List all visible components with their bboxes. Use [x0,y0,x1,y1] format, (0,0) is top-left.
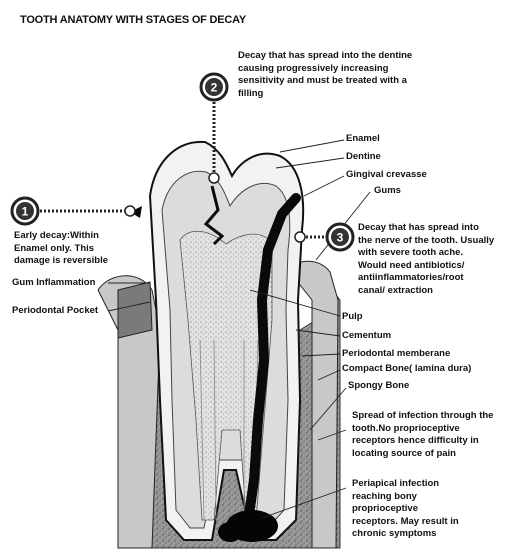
label-pulp: Pulp [342,311,363,324]
page-title: TOOTH ANATOMY WITH STAGES OF DECAY [20,14,246,27]
stage-2-marker: 2 [199,72,229,102]
stage-3-marker: 3 [325,222,355,252]
stage-3-number: 3 [337,231,344,245]
label-gingival-crevasse: Gingival crevasse [346,169,427,182]
label-cementum: Cementum [342,330,391,343]
label-dentine: Dentine [346,151,381,164]
stage-1-marker: 1 [10,196,40,226]
label-gums: Gums [374,185,401,198]
label-periapical-infection: Periapical infection reaching bony propr… [352,478,459,541]
periodontal-pocket-region [118,282,152,338]
stage-2-number: 2 [211,81,218,95]
stage-2-description: Decay that has spread into the dentine c… [238,50,412,100]
stage-1-number: 1 [22,205,29,219]
label-periodontal-pocket: Periodontal Pocket [12,305,98,318]
label-spread-of-infection: Spread of infection through the tooth.No… [352,410,493,460]
label-enamel: Enamel [346,133,380,146]
label-spongy-bone: Spongy Bone [348,380,409,393]
label-periodontal-membrane: Periodontal memberane [342,348,450,361]
label-compact-bone: Compact Bone( lamina dura) [342,363,471,376]
stage-1-description: Early decay:Within Enamel only. This dam… [14,230,108,268]
stage-3-description: Decay that has spread into the nerve of … [358,222,494,297]
label-gum-inflammation: Gum Inflammation [12,277,95,290]
